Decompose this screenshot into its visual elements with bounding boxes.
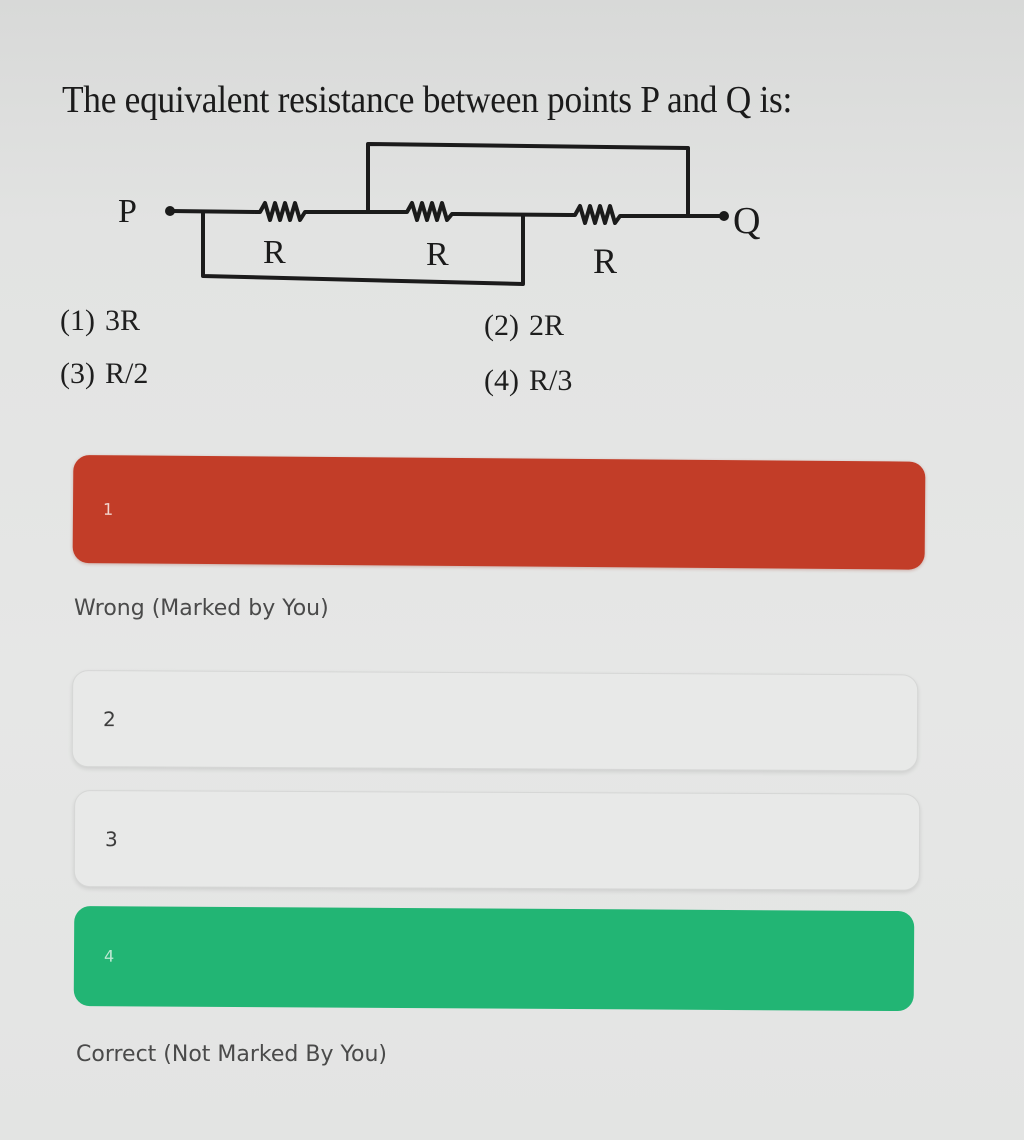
- resistor-1-label: R: [263, 234, 286, 271]
- terminal-p-icon: [165, 206, 175, 216]
- option-1-value: 3R: [104, 304, 140, 337]
- answer-option-3[interactable]: 3: [73, 790, 921, 891]
- answer-option-2-label: 2: [102, 706, 116, 731]
- wrong-status-text: Wrong (Marked by You): [74, 596, 329, 621]
- question-text: The equivalent resistance between points…: [62, 79, 793, 121]
- correct-status-text: Correct (Not Marked By You): [76, 1042, 387, 1067]
- option-3-value: R/2: [104, 357, 149, 390]
- option-3: (3) R/2: [60, 357, 148, 391]
- answer-option-2[interactable]: 2: [71, 670, 919, 772]
- resistor-3-label: R: [593, 241, 617, 281]
- circuit-diagram: P Q R R R: [118, 142, 760, 286]
- answer-option-1-wrong[interactable]: 1: [72, 455, 926, 570]
- terminal-q-label: Q: [733, 200, 760, 242]
- answer-option-4-correct[interactable]: 4: [73, 906, 915, 1012]
- answer-option-1-label: 1: [102, 499, 114, 519]
- option-2: (2) 2R: [484, 309, 564, 343]
- option-1: (1) 3R: [60, 304, 140, 338]
- answer-option-3-label: 3: [104, 826, 118, 851]
- resistor-2-icon: [402, 201, 457, 222]
- option-2-value: 2R: [528, 309, 564, 342]
- option-2-number: (2): [484, 309, 519, 342]
- resistor-3-icon: [570, 204, 625, 225]
- option-4-number: (4): [484, 364, 519, 397]
- terminal-p-label: P: [118, 193, 137, 230]
- terminal-q-icon: [719, 211, 729, 221]
- option-1-number: (1): [60, 304, 95, 337]
- resistor-2-label: R: [426, 236, 449, 273]
- option-3-number: (3): [60, 357, 95, 390]
- option-4-value: R/3: [528, 364, 573, 397]
- answer-option-4-label: 4: [103, 946, 115, 966]
- option-4: (4) R/3: [484, 364, 572, 398]
- resistor-1-icon: [255, 201, 310, 222]
